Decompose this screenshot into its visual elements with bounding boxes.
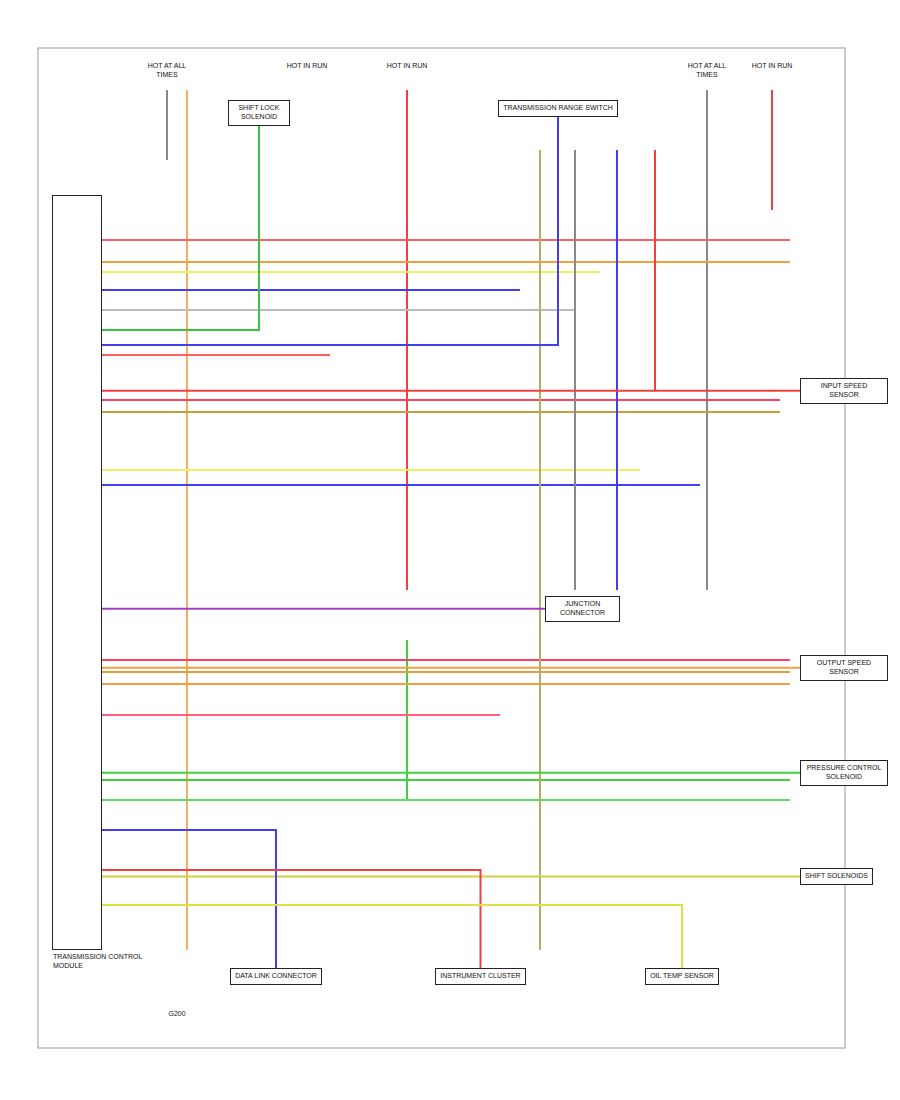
component-label: JUNCTION CONNECTOR xyxy=(550,600,615,618)
wires xyxy=(102,90,790,950)
component-box: JUNCTION CONNECTOR xyxy=(545,596,620,622)
component-box: OUTPUT SPEED SENSOR xyxy=(800,655,888,681)
wire-note: HOT AT ALL TIMES xyxy=(140,62,194,80)
wire-note: G200 xyxy=(150,1010,204,1019)
wire-connector xyxy=(102,875,800,877)
component-box: INPUT SPEED SENSOR xyxy=(800,378,888,404)
wire-connector xyxy=(102,667,800,669)
wire-connector xyxy=(102,608,545,610)
component-label: TRANSMISSION RANGE SWITCH xyxy=(503,104,613,113)
wire-connector xyxy=(102,870,481,968)
wire-connector xyxy=(102,830,276,968)
wire-connector xyxy=(102,126,259,331)
wire-note: HOT IN RUN xyxy=(380,62,434,71)
wire-connector xyxy=(102,772,800,774)
component-box: SHIFT SOLENOIDS xyxy=(800,868,873,885)
component-box: INSTRUMENT CLUSTER xyxy=(435,968,526,985)
component-box: OIL TEMP SENSOR xyxy=(645,968,719,985)
component-label: DATA LINK CONNECTOR xyxy=(235,972,317,981)
component-label: SHIFT LOCK SOLENOID xyxy=(233,104,285,122)
component-label: TRANSMISSION CONTROL MODULE xyxy=(53,953,143,971)
wire-note: HOT IN RUN xyxy=(745,62,799,71)
component-box: DATA LINK CONNECTOR xyxy=(230,968,322,985)
component-label: INPUT SPEED SENSOR xyxy=(805,382,883,400)
component-box: SHIFT LOCK SOLENOID xyxy=(228,100,290,126)
wire-connector xyxy=(102,390,800,392)
component-label: OIL TEMP SENSOR xyxy=(650,972,714,981)
wire-connector xyxy=(102,117,558,345)
component-label: OUTPUT SPEED SENSOR xyxy=(805,659,883,677)
component-box: TRANSMISSION RANGE SWITCH xyxy=(498,100,618,117)
component-label: PRESSURE CONTROL SOLENOID xyxy=(805,764,883,782)
frame xyxy=(38,48,845,1048)
component-label: SHIFT SOLENOIDS xyxy=(805,872,868,881)
wire-connector xyxy=(102,905,682,968)
wire-note: HOT AT ALL TIMES xyxy=(680,62,734,80)
component-label: INSTRUMENT CLUSTER xyxy=(440,972,521,981)
component-box: TRANSMISSION CONTROL MODULE xyxy=(52,195,102,950)
component-box: PRESSURE CONTROL SOLENOID xyxy=(800,760,888,786)
wire-note: HOT IN RUN xyxy=(280,62,334,71)
